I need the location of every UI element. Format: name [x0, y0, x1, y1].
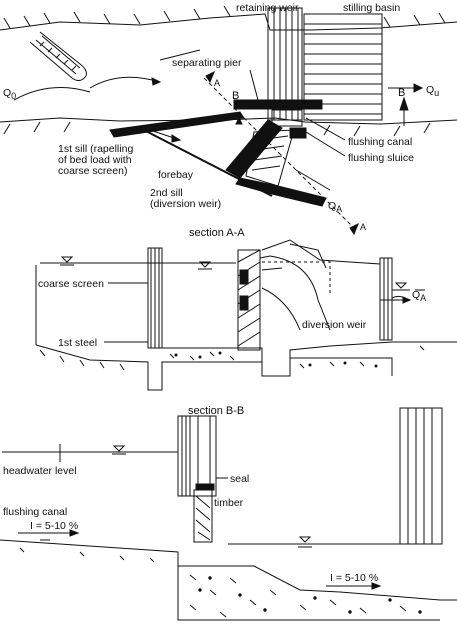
- section-mark-b-arrow: [399, 96, 409, 111]
- water-level-symbol-4: [112, 445, 126, 452]
- label-slope-left: I = 5-10 %: [30, 520, 78, 532]
- plan-view: [0, 5, 457, 236]
- label-seal: seal: [230, 473, 249, 485]
- flow-arrow-1: [13, 87, 91, 101]
- flushing-canal: [271, 109, 303, 127]
- label-section-b-left: B: [232, 90, 239, 102]
- label-flushing-canal-bb: flushing canal: [3, 506, 67, 518]
- label-qu: Qu: [426, 84, 439, 98]
- label-flushing-sluice: flushing sluice: [348, 152, 414, 164]
- diversion-canal: [235, 177, 327, 207]
- flow-arrow-2: [89, 76, 161, 89]
- label-retaining-weir: retaining weir: [236, 2, 299, 14]
- label-second-sill: 2nd sill (diversion weir): [150, 187, 221, 210]
- label-section-a-1: A: [214, 78, 220, 88]
- second-sill: [225, 119, 295, 187]
- label-first-steel: 1st steel: [58, 337, 97, 349]
- separating-pier: [233, 99, 323, 110]
- label-q0: Q0: [3, 87, 16, 101]
- water-level-symbol-5: [298, 536, 312, 543]
- label-timber: timber: [214, 497, 244, 509]
- flow-arrow-4: [159, 49, 201, 61]
- label-qa-section: QA: [412, 289, 426, 303]
- upper-river-bank: [0, 13, 457, 31]
- intake-pipe: [29, 31, 87, 82]
- label-stilling-basin: stilling basin: [343, 2, 400, 14]
- first-sill: [109, 111, 245, 138]
- label-flushing-canal-plan: flushing canal: [348, 136, 412, 148]
- section-aa-view: [35, 239, 457, 391]
- label-coarse-screen: coarse screen: [38, 278, 104, 290]
- flushing-sluice: [289, 127, 307, 139]
- bb-canal-bed: [0, 539, 457, 601]
- water-level-symbol-3: [394, 282, 408, 289]
- stilling-basin: [303, 13, 383, 121]
- water-level-symbol-2: [198, 261, 212, 268]
- label-headwater: headwater level: [3, 465, 77, 477]
- section-bb-view: [0, 407, 457, 621]
- label-forebay: forebay: [158, 169, 194, 181]
- label-section-b-right: B: [398, 87, 405, 99]
- label-section-a-2: A: [360, 222, 366, 232]
- upper-bank-hatch: [3, 5, 446, 29]
- section-bb-title: section B-B: [188, 405, 244, 417]
- label-first-sill: 1st sill (rapelling of bed load with coa…: [58, 143, 136, 177]
- label-qa-plan: QA: [328, 200, 342, 214]
- water-level-symbol-1: [60, 256, 74, 263]
- label-slope-right: I = 5-10 %: [330, 572, 378, 584]
- label-separating-pier: separating pier: [172, 57, 242, 69]
- label-diversion-weir: diversion weir: [302, 319, 367, 331]
- retaining-weir: [267, 7, 303, 121]
- lower-river-bank: [0, 117, 457, 125]
- aa-riverbed: [35, 341, 457, 391]
- section-aa-title: section A-A: [189, 227, 245, 239]
